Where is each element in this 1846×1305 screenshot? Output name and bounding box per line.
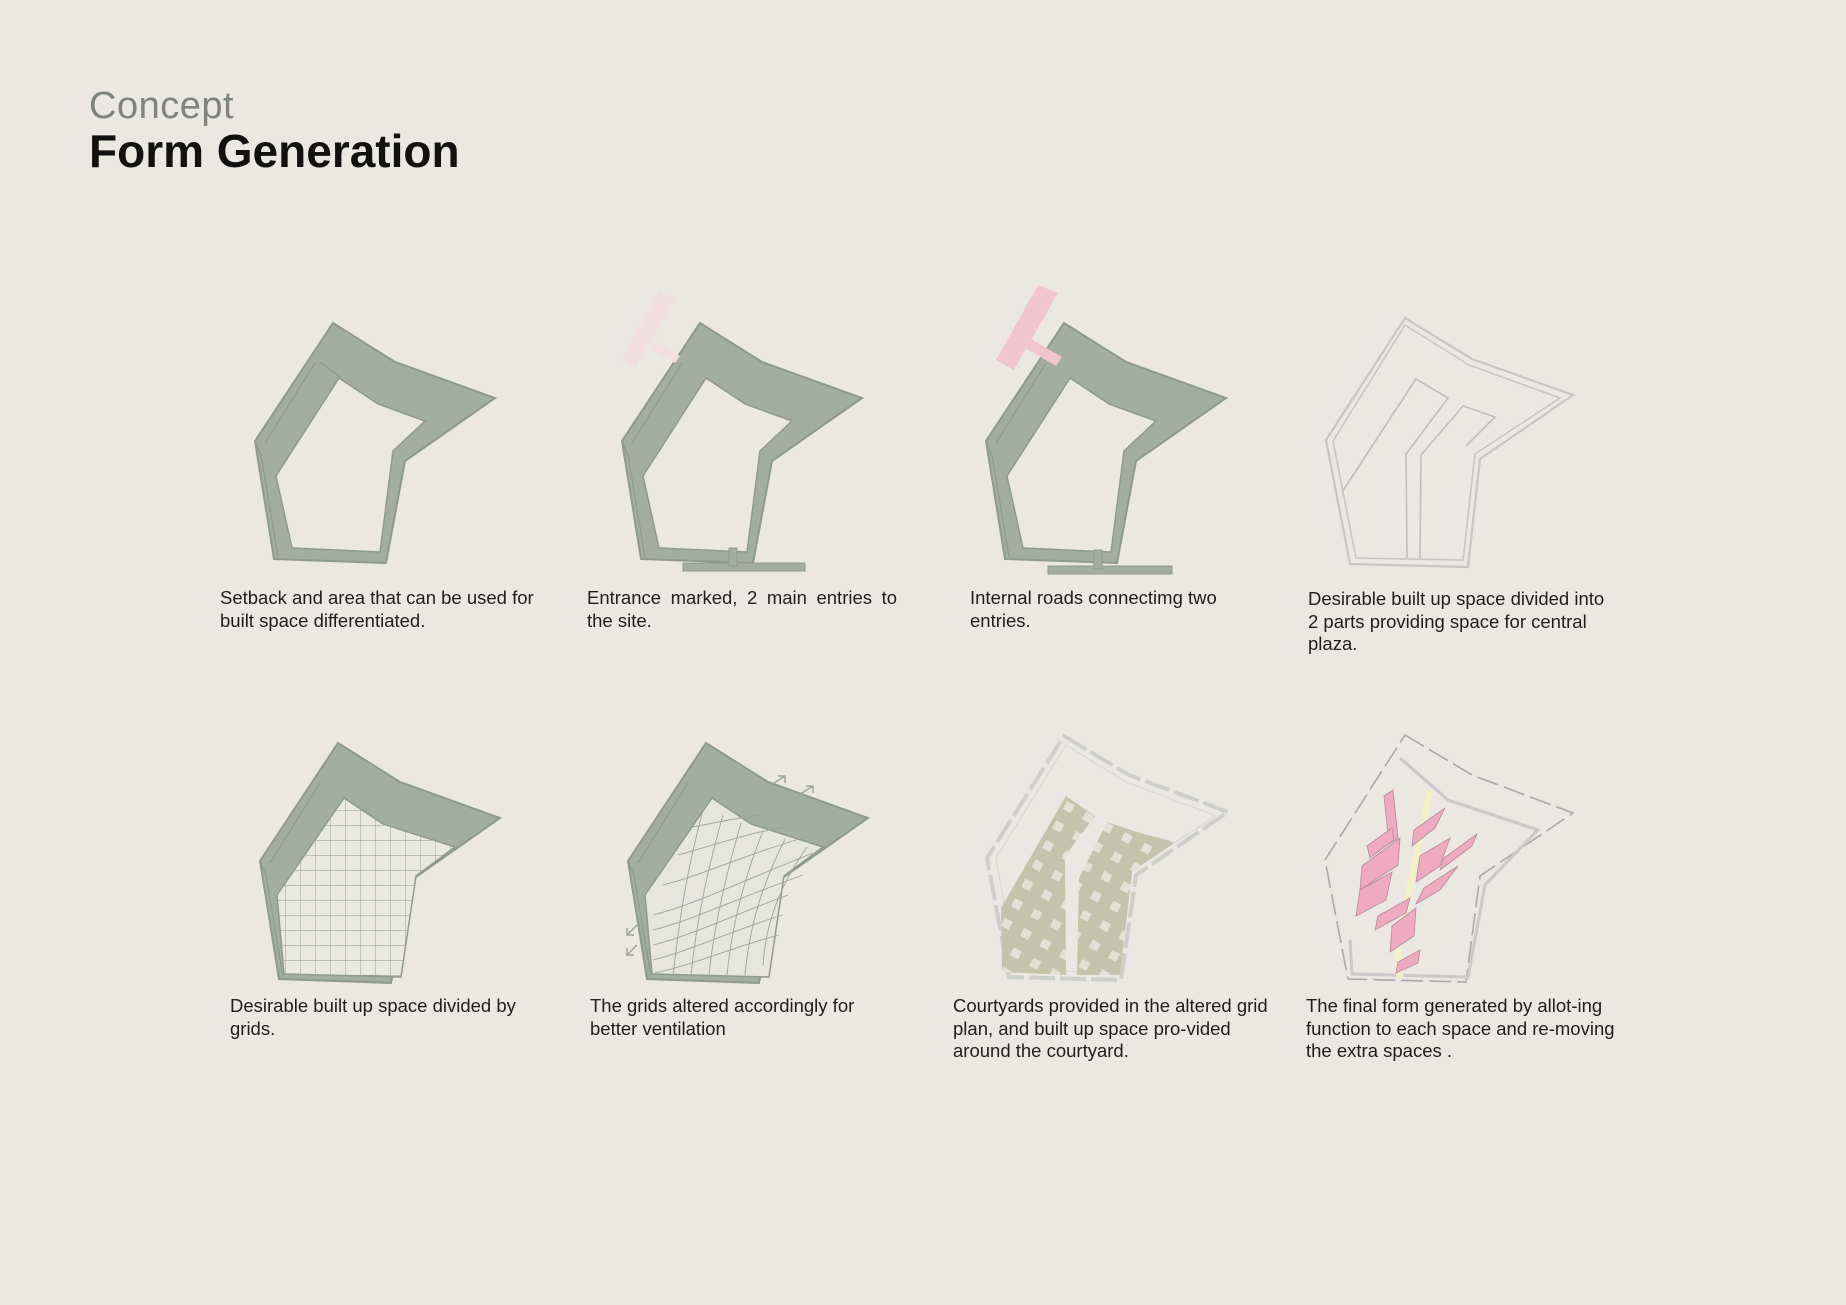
panel-divided [1320,313,1580,573]
altered-grid-plan-icon [626,741,871,985]
entrance-plan-icon [620,291,865,572]
panel-grid [255,735,515,995]
panel-altered-grid [623,735,883,995]
panel-caption: Desirable built up space divided by grid… [230,995,516,1039]
setback-plan-icon [253,321,498,565]
panel-final-form [1320,730,1585,1000]
courtyard-plan-icon [984,733,1233,983]
page-title: Form Generation [89,125,460,177]
panel-caption: The grids altered accordingly for better… [590,995,855,1039]
panel-setback [250,315,510,570]
panel-roads [978,284,1238,579]
page-kicker: Concept [89,85,235,127]
panel-caption: Setback and area that can be used for bu… [220,587,534,631]
roads-plan-icon [984,285,1229,575]
panel-caption: Desirable built up space divided into 2 … [1308,588,1605,654]
panel-caption: The final form generated by allot-ing fu… [1306,995,1615,1061]
panel-caption: Courtyards provided in the altered grid … [953,995,1268,1061]
page-header: Concept Form Generation [89,84,460,176]
divided-plan-icon [1324,316,1576,569]
panel-entrance [615,288,875,578]
panel-caption: Internal roads connectimg two entries. [970,587,1217,631]
grid-plan-icon [258,741,503,985]
final-form-plan-icon [1324,733,1575,983]
panel-caption: Entrance marked, 2 main entries to the s… [587,587,897,631]
panel-courtyards [980,730,1240,995]
